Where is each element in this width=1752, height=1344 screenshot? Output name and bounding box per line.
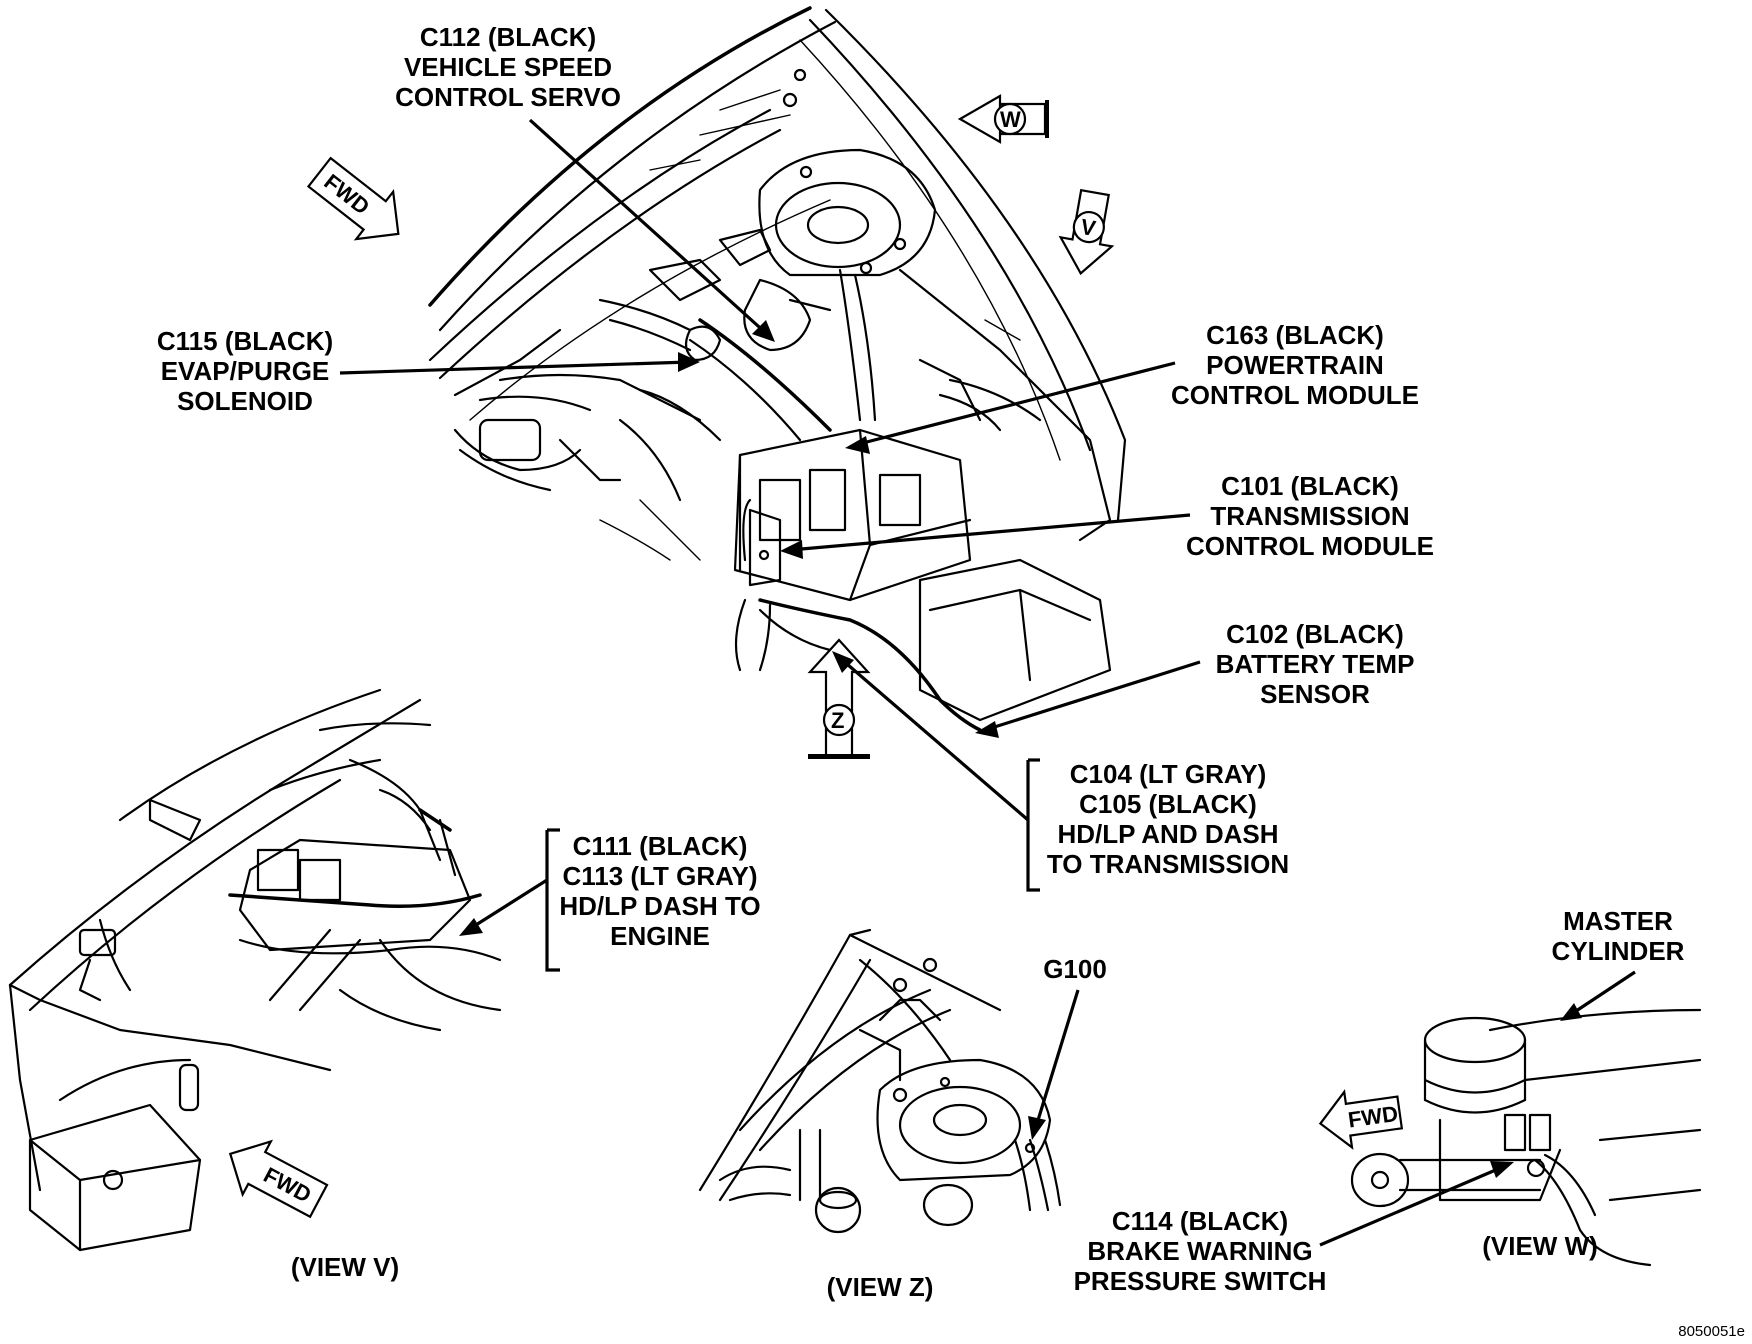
view-w-marker-label: W: [1000, 107, 1021, 132]
c101-line-2: TRANSMISSION: [1210, 501, 1409, 531]
view-v-drawing: [8, 688, 502, 1252]
c114-line-2: BRAKE WARNING: [1087, 1236, 1312, 1266]
c163-line-3: CONTROL MODULE: [1171, 380, 1419, 410]
master-cylinder-line-2: CYLINDER: [1552, 936, 1685, 966]
c111-line-2: C113 (LT GRAY): [562, 861, 757, 891]
view-w-caption: (VIEW W): [1482, 1231, 1598, 1261]
view-v-caption: (VIEW V): [291, 1252, 399, 1282]
c102-line-3: SENSOR: [1260, 679, 1370, 709]
view-z-marker-label: Z: [831, 708, 844, 733]
c114-line-3: PRESSURE SWITCH: [1074, 1266, 1327, 1296]
c112-line-3: CONTROL SERVO: [395, 82, 621, 112]
fwd-arrow-icon-main: FWD: [306, 156, 400, 241]
master-cylinder-line-1: MASTER: [1563, 906, 1673, 936]
c112-line-2: VEHICLE SPEED: [404, 52, 612, 82]
c111-line-3: HD/LP DASH TO: [559, 891, 760, 921]
callout-c101: C101 (BLACK) TRANSMISSION CONTROL MODULE: [780, 471, 1434, 561]
c104-line-1: C104 (LT GRAY): [1070, 759, 1267, 789]
callout-c104-c105: C104 (LT GRAY) C105 (BLACK) HD/LP AND DA…: [832, 651, 1289, 892]
view-z-drawing: [698, 928, 1062, 1234]
view-v-arrow-icon: V: [1058, 188, 1115, 276]
view-v-marker-label: V: [1079, 214, 1098, 241]
c101-line-3: CONTROL MODULE: [1186, 531, 1434, 561]
c115-line-1: C115 (BLACK): [157, 326, 333, 356]
c163-line-1: C163 (BLACK): [1206, 320, 1384, 350]
callout-c102: C102 (BLACK) BATTERY TEMP SENSOR: [975, 619, 1414, 738]
c115-line-2: EVAP/PURGE: [161, 356, 330, 386]
view-w-drawing: [1350, 1008, 1702, 1267]
callout-c114: C114 (BLACK) BRAKE WARNING PRESSURE SWIT…: [1074, 1161, 1514, 1296]
view-w-arrow-icon: W: [957, 94, 1049, 144]
c163-line-2: POWERTRAIN: [1206, 350, 1384, 380]
view-z-caption: (VIEW Z): [827, 1272, 934, 1302]
c104-line-3: HD/LP AND DASH: [1057, 819, 1278, 849]
c101-line-1: C101 (BLACK): [1221, 471, 1399, 501]
g100-label: G100: [1043, 954, 1107, 984]
callout-c115: C115 (BLACK) EVAP/PURGE SOLENOID: [157, 326, 700, 416]
c102-line-1: C102 (BLACK): [1226, 619, 1404, 649]
callout-c163: C163 (BLACK) POWERTRAIN CONTROL MODULE: [845, 320, 1419, 454]
fwd-arrow-icon-view-w: FWD: [1318, 1089, 1404, 1150]
callout-g100: G100: [1028, 954, 1107, 1140]
c102-line-2: BATTERY TEMP: [1216, 649, 1415, 679]
c115-line-3: SOLENOID: [177, 386, 313, 416]
c114-line-1: C114 (BLACK): [1112, 1206, 1288, 1236]
c111-line-1: C111 (BLACK): [573, 831, 748, 861]
callout-c111-c113: C111 (BLACK) C113 (LT GRAY) HD/LP DASH T…: [459, 828, 761, 972]
callout-c112: C112 (BLACK) VEHICLE SPEED CONTROL SERVO: [395, 22, 775, 342]
figure-id: 8050051e: [1678, 1323, 1745, 1340]
callout-master-cylinder: MASTER CYLINDER: [1552, 906, 1685, 1021]
c111-line-4: ENGINE: [610, 921, 710, 951]
c104-line-4: TO TRANSMISSION: [1047, 849, 1289, 879]
c112-line-1: C112 (BLACK): [420, 22, 596, 52]
fwd-arrow-icon-view-v: FWD: [228, 1139, 329, 1219]
c104-line-2: C105 (BLACK): [1079, 789, 1257, 819]
